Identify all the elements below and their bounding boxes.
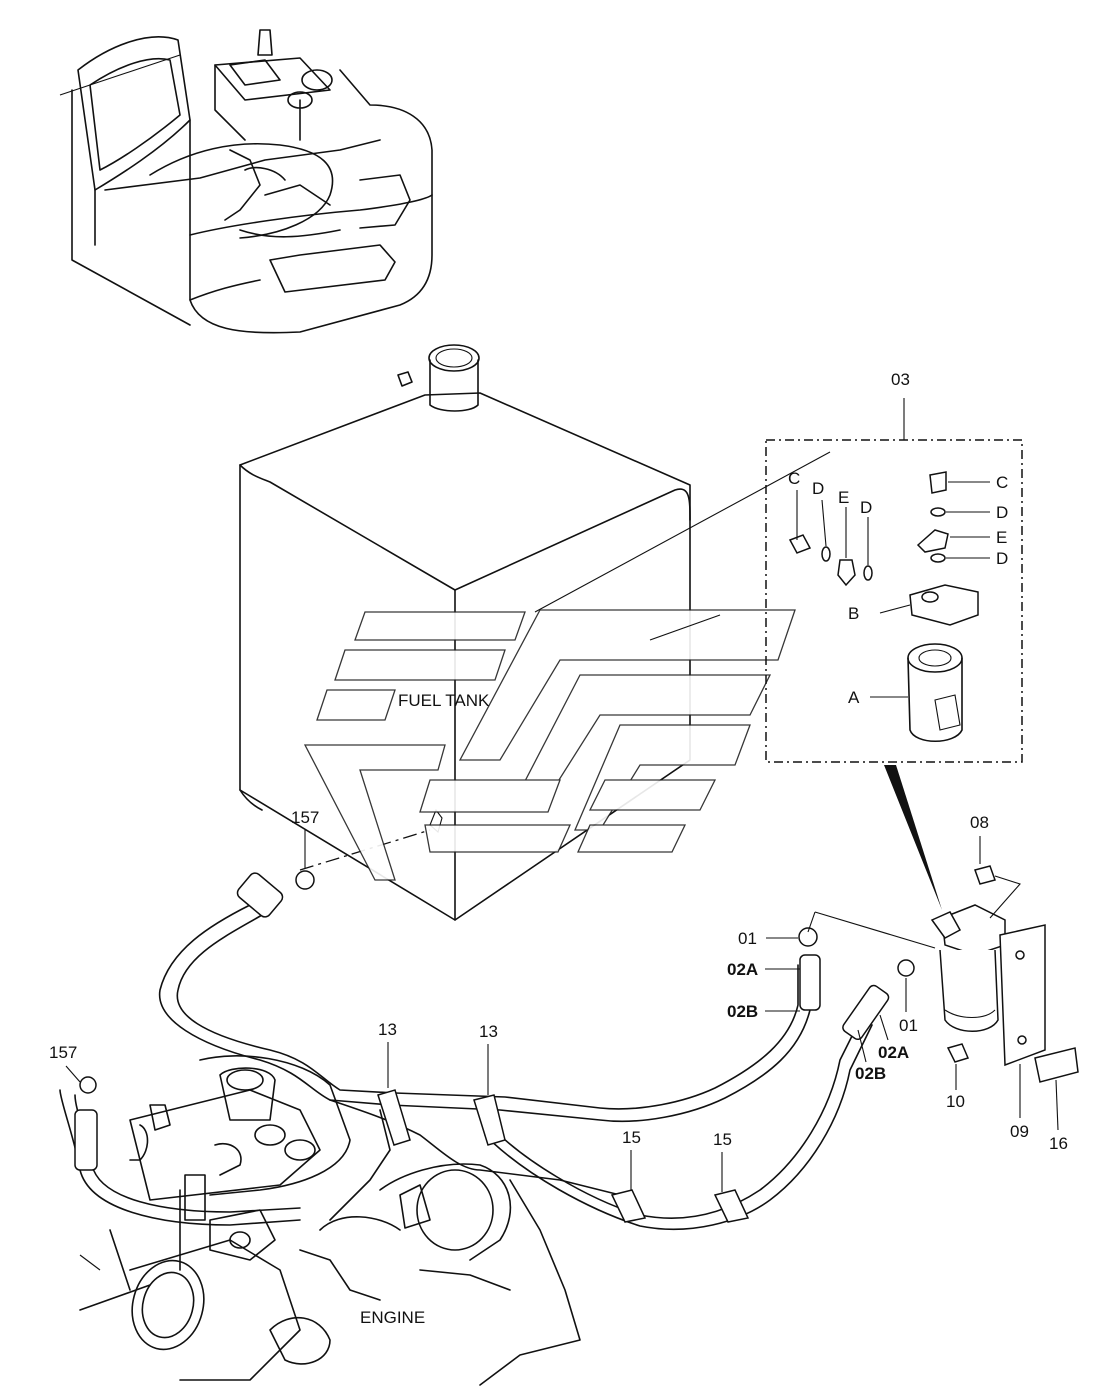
part-label-d-right1: D	[996, 503, 1008, 522]
filter-detail-box: 03 C D E D C D E D B	[534, 370, 1023, 763]
callout-15-b: 15	[713, 1130, 732, 1149]
engine-label: ENGINE	[360, 1308, 425, 1327]
group-03-label: 03	[891, 370, 910, 389]
installed-filter-assembly	[807, 865, 1079, 1083]
callout-09: 09	[1010, 1122, 1029, 1141]
watermark-logo	[303, 609, 796, 881]
part-label-c-right: C	[996, 473, 1008, 492]
callout-157-top: 157	[291, 808, 319, 827]
callout-02a-a: 02A	[727, 960, 758, 979]
part-label-e-right: E	[996, 528, 1007, 547]
callout-02a-b: 02A	[878, 1043, 909, 1062]
callouts: 157 157 13 13 15 15 01 02A 02B 01 02A 02…	[49, 808, 1068, 1192]
callout-01-a: 01	[738, 929, 757, 948]
part-label-b: B	[848, 604, 859, 623]
part-label-d-mid: D	[860, 498, 872, 517]
fuel-hoses	[59, 870, 915, 1231]
callout-02b-a: 02B	[727, 1002, 758, 1021]
part-label-d-right2: D	[996, 549, 1008, 568]
fuel-tank-label: FUEL TANK	[398, 691, 490, 710]
part-label-d-left: D	[812, 479, 824, 498]
callout-01-b: 01	[899, 1016, 918, 1035]
callout-15-a: 15	[622, 1128, 641, 1147]
callout-13-b: 13	[479, 1022, 498, 1041]
detail-pointer	[884, 765, 942, 910]
callout-16: 16	[1049, 1134, 1068, 1153]
part-label-e-left: E	[838, 488, 849, 507]
part-label-c-left: C	[788, 469, 800, 488]
callout-157-left: 157	[49, 1043, 77, 1062]
callout-13-a: 13	[378, 1020, 397, 1039]
machine-overview-illustration	[59, 29, 433, 334]
part-label-a: A	[848, 688, 860, 707]
engine-illustration	[79, 1055, 581, 1386]
callout-10: 10	[946, 1092, 965, 1111]
callout-02b-b: 02B	[855, 1064, 886, 1083]
callout-08: 08	[970, 813, 989, 832]
